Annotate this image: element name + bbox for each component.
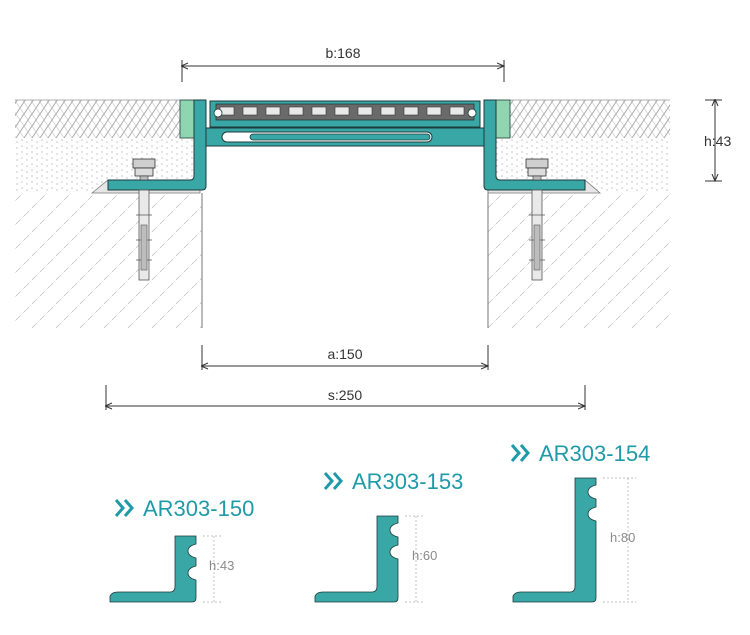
concrete-right: [488, 193, 670, 328]
anchor-bolt-left: [132, 158, 156, 281]
model-name: AR303-154: [539, 441, 650, 466]
profile-ar303-153: [314, 515, 399, 603]
model-ar303-150: AR303-150 h:43: [109, 496, 254, 603]
model-height: h:60: [412, 548, 437, 563]
floor-finish-left: [15, 100, 180, 138]
floor-finish-right: [510, 100, 670, 138]
dimension-b: b:168: [182, 45, 504, 82]
chevron-double-icon: [114, 499, 134, 517]
seal-right: [494, 99, 511, 139]
concrete-left: [15, 193, 202, 328]
model-ar303-153: AR303-153 h:60: [314, 469, 463, 603]
dimension-b-label: b:168: [325, 45, 360, 61]
model-name: AR303-153: [352, 469, 463, 494]
dimension-h-label: h:43: [704, 133, 731, 149]
cross-section: [15, 99, 670, 328]
profile-left: [107, 99, 207, 191]
model-height: h:80: [610, 530, 635, 545]
chevron-double-icon: [323, 472, 343, 490]
model-name: AR303-150: [143, 496, 254, 521]
dimension-h: h:43: [704, 100, 731, 181]
profile-ar303-154: [512, 477, 597, 603]
profile-ar303-150: [109, 535, 197, 603]
model-ar303-154: AR303-154 h:80: [510, 441, 650, 603]
model-height: h:43: [209, 558, 234, 573]
anchor-bolt-right: [525, 158, 549, 281]
dimension-s: s:250: [106, 385, 585, 410]
chevron-double-icon: [510, 444, 530, 462]
profile-right: [483, 99, 586, 191]
dimension-a-label: a:150: [327, 346, 362, 362]
rubber-insert: [209, 100, 481, 128]
dimension-a: a:150: [202, 345, 488, 370]
dimension-s-label: s:250: [328, 387, 362, 403]
